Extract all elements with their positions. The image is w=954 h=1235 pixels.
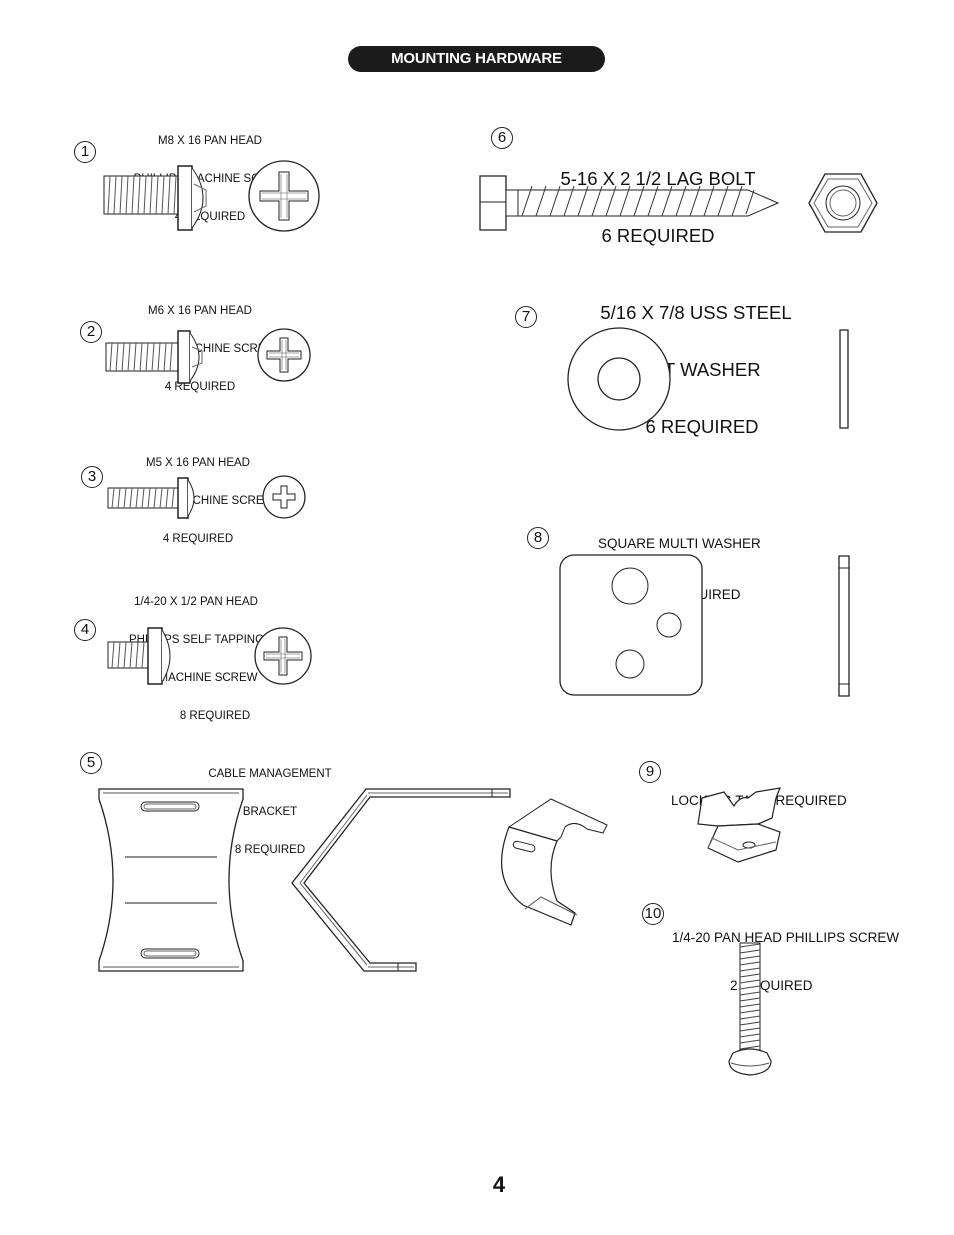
page-number: 4 — [492, 1172, 506, 1197]
section-title: MOUNTING HARDWARE — [348, 46, 605, 72]
flat-washer-face-view — [567, 327, 671, 431]
screw-4-head-view — [254, 627, 312, 685]
screw-2-side-view — [104, 329, 210, 383]
item-5-label: CABLE MANAGEMENT BRACKET 8 REQUIRED — [208, 768, 332, 856]
square-washer-face-view — [558, 553, 704, 697]
screw-4-side-view — [106, 626, 172, 684]
item-number-1: 1 — [74, 141, 96, 163]
cable-bracket-side-view — [282, 787, 512, 973]
lag-bolt-side-view — [478, 174, 782, 232]
item-number-7: 7 — [515, 306, 537, 328]
item-10-label: 1/4-20 PAN HEAD PHILLIPS SCREW 2 REQUIRE… — [672, 930, 900, 993]
screw-3-head-view — [262, 475, 306, 519]
screw-2-head-view — [257, 328, 311, 382]
item-number-2: 2 — [80, 321, 102, 343]
locking-tab-drawing — [694, 786, 788, 864]
screw-3-side-view — [106, 476, 198, 520]
item-number-6: 6 — [491, 127, 513, 149]
item-number-8: 8 — [527, 527, 549, 549]
lag-bolt-head-view — [808, 172, 878, 234]
flat-washer-edge-view — [838, 328, 850, 430]
square-washer-edge-view — [836, 554, 852, 698]
item-number-3: 3 — [81, 466, 103, 488]
item-number-10: 10 — [642, 903, 664, 925]
item-number-9: 9 — [639, 761, 661, 783]
cable-bracket-perspective-view — [487, 797, 609, 931]
screw-1-head-view — [248, 160, 320, 232]
item-number-4: 4 — [74, 619, 96, 641]
screw-1-side-view — [102, 164, 214, 232]
item-number-5: 5 — [80, 752, 102, 774]
phillips-screw-10-drawing — [727, 941, 773, 1079]
item-6-label: 5-16 X 2 1/2 LAG BOLT 6 REQUIRED — [560, 168, 756, 246]
cable-bracket-front-view — [97, 787, 245, 973]
